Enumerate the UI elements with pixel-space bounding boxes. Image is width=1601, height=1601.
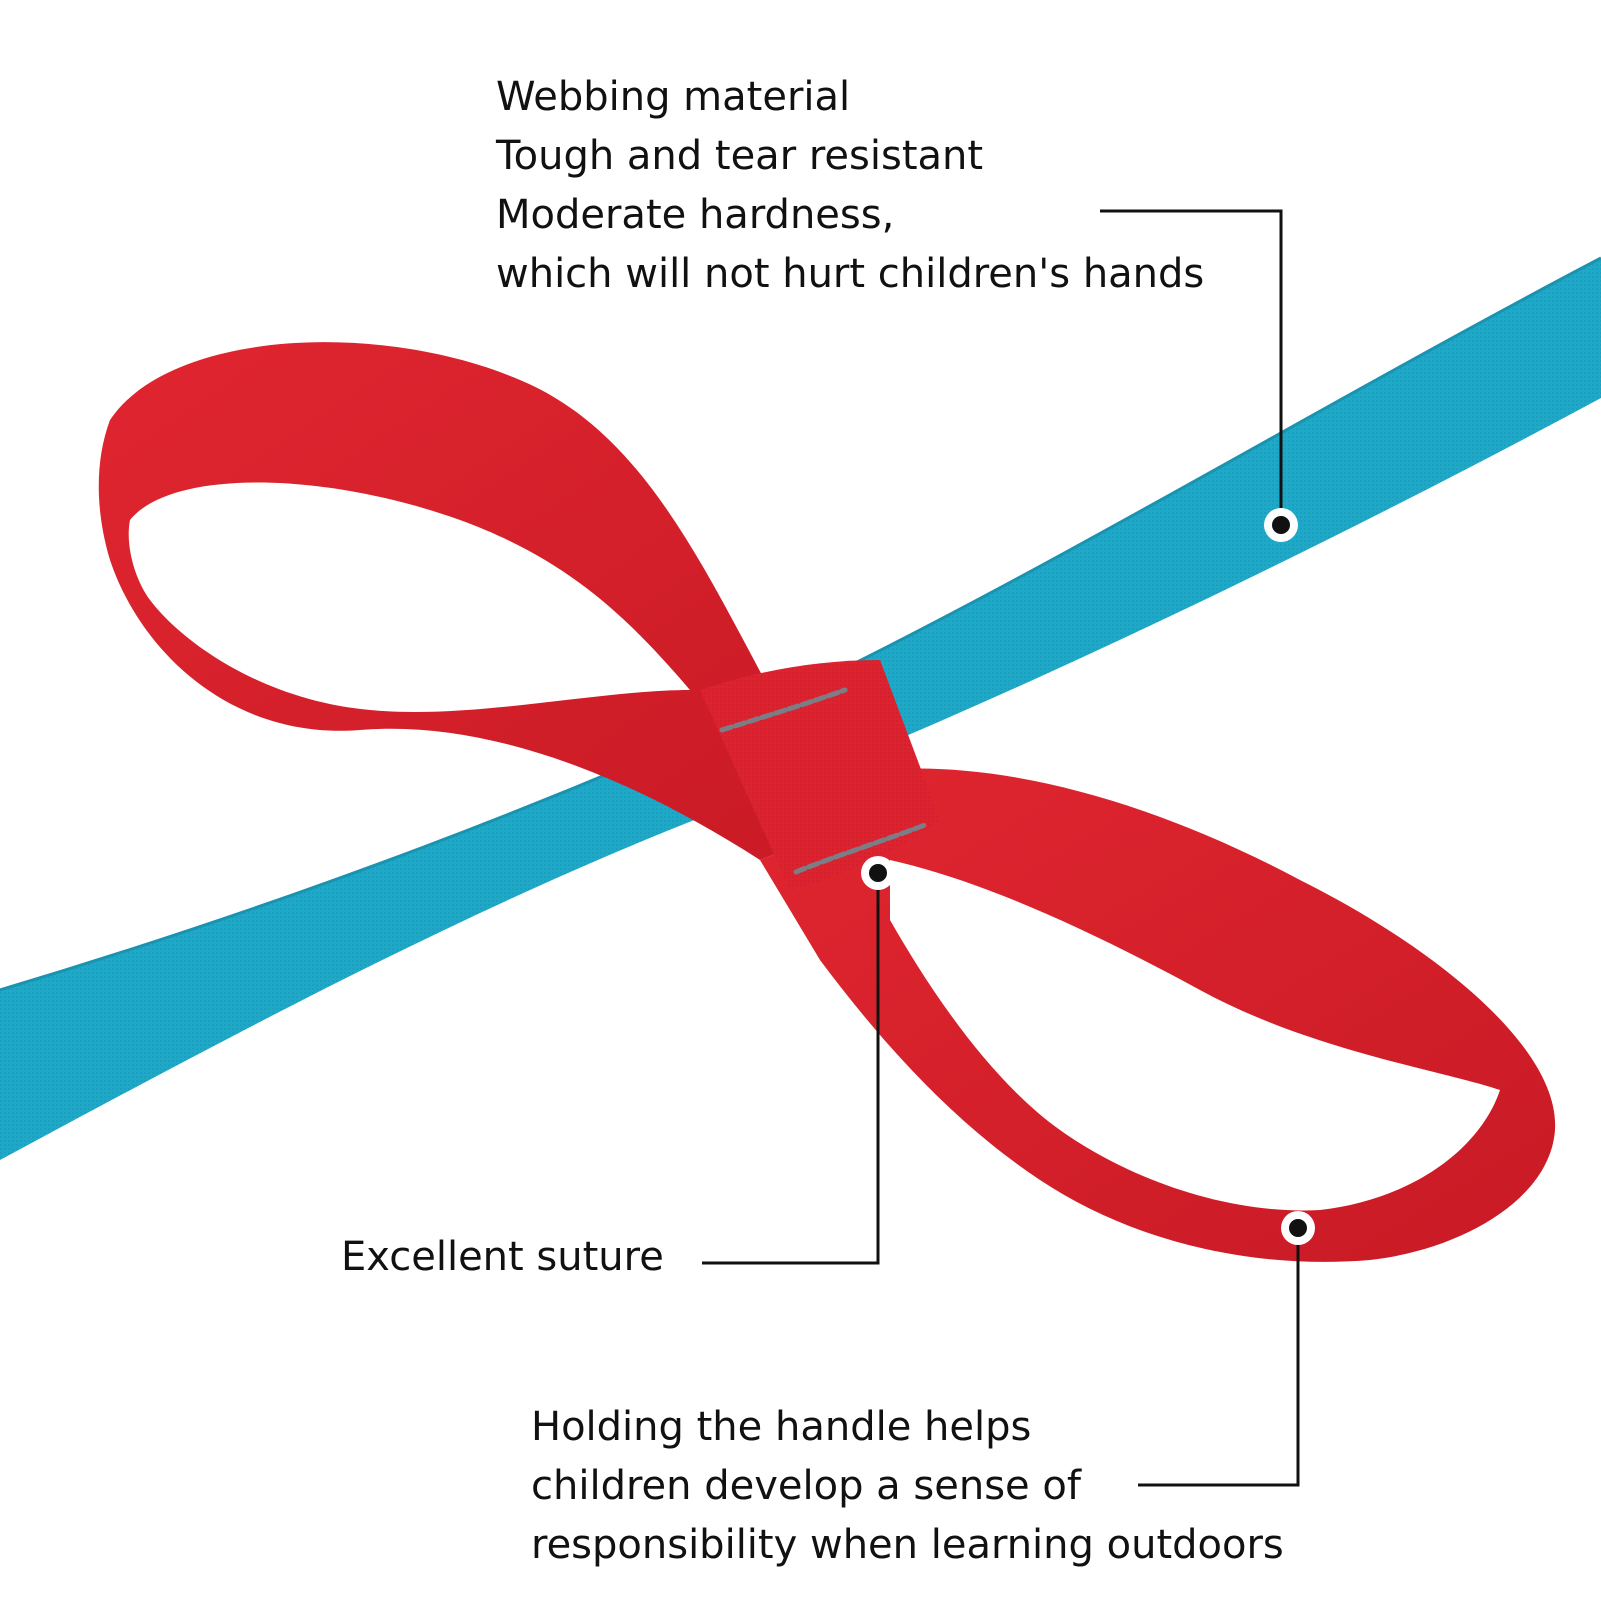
marker-handle-icon [1281, 1211, 1315, 1245]
callout-webbing-line-2: Tough and tear resistant [496, 133, 984, 179]
callout-webbing-line-1: Webbing material [496, 74, 851, 120]
right-loop [760, 768, 1556, 1262]
callout-leaders [702, 209, 1300, 1487]
callout-suture-line-1: Excellent suture [341, 1234, 664, 1280]
stitch-lower [793, 822, 928, 875]
callout-handle-line-2: children develop a sense of [531, 1463, 1081, 1509]
marker-suture-icon [861, 856, 895, 890]
leader-handle [1138, 1228, 1300, 1487]
stitch-upper [719, 687, 848, 733]
callout-suture: Excellent suture [341, 1228, 664, 1287]
callout-markers [861, 508, 1315, 1245]
callout-webbing-line-3: Moderate hardness, [496, 192, 895, 238]
leader-webbing [1100, 209, 1283, 525]
callout-webbing: Webbing material Tough and tear resistan… [496, 68, 1204, 304]
callout-webbing-line-4: which will not hurt children's hands [496, 251, 1205, 297]
stitch-lines [719, 687, 928, 875]
callout-handle-line-1: Holding the handle helps [531, 1404, 1032, 1450]
callout-handle: Holding the handle helps children develo… [531, 1398, 1284, 1575]
leader-suture [702, 873, 880, 1265]
left-loop [98, 342, 870, 861]
callout-handle-line-3: responsibility when learning outdoors [531, 1522, 1284, 1568]
marker-webbing-icon [1264, 508, 1298, 542]
